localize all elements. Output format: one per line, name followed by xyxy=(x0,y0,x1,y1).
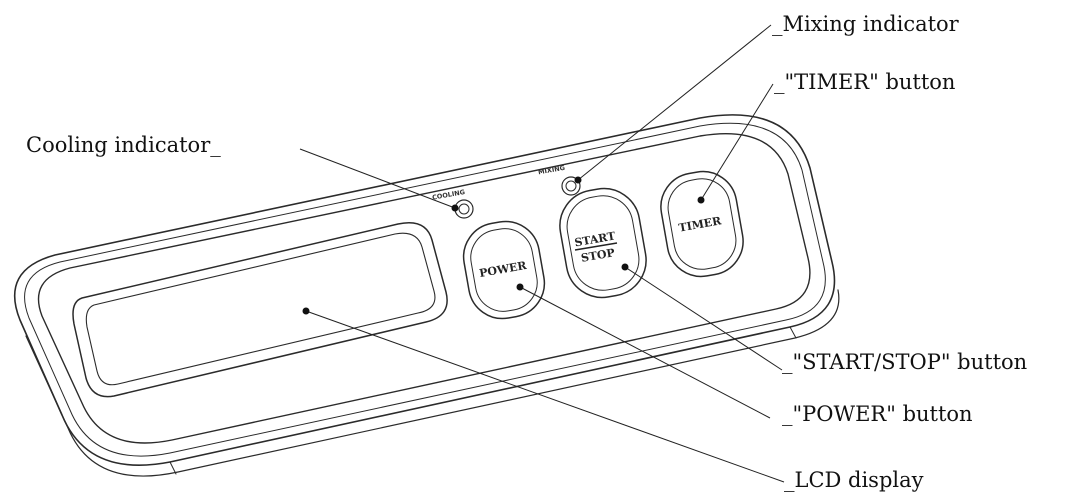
dot-cooling xyxy=(451,204,459,212)
panel-top-face xyxy=(37,132,811,444)
dot-mixing xyxy=(574,176,582,184)
label-mixing-indicator: _Mixing indicator xyxy=(772,12,959,36)
panel-outer-edge-inner xyxy=(24,122,826,457)
leader-start-stop xyxy=(624,266,783,371)
panel-bottom-edge-2 xyxy=(169,326,797,475)
lcd-frame xyxy=(72,222,448,398)
label-cooling-indicator: Cooling indicator_ xyxy=(26,133,221,157)
power-button-shape xyxy=(462,220,546,320)
panel-bottom-edge xyxy=(25,289,840,477)
label-start-stop-button: _"START/STOP" button xyxy=(782,350,1028,374)
leader-mixing xyxy=(577,24,772,181)
leader-timer xyxy=(700,83,774,201)
dot-lcd xyxy=(302,307,310,315)
timer-button-shape xyxy=(660,170,744,278)
dot-start-stop xyxy=(621,263,629,271)
stop-button-label: STOP xyxy=(580,246,616,265)
dot-power xyxy=(516,283,524,291)
leader-cooling xyxy=(299,148,456,209)
label-lcd-display: _LCD display xyxy=(784,468,924,492)
start-stop-divider xyxy=(574,242,618,251)
label-timer-button: _"TIMER" button xyxy=(774,70,956,94)
mixing-led xyxy=(561,176,581,196)
start-stop-button-shape xyxy=(559,187,647,299)
leader-power xyxy=(519,286,771,419)
label-power-button: _"POWER" button xyxy=(782,402,973,426)
mixing-led-label: MIXING xyxy=(538,164,566,177)
cooling-led-label: COOLING xyxy=(432,188,466,202)
timer-button-label: TIMER xyxy=(678,214,723,234)
power-button-label: POWER xyxy=(478,259,528,280)
lcd-screen xyxy=(85,232,436,386)
dot-timer xyxy=(697,196,705,204)
leader-lcd xyxy=(305,310,785,483)
panel-outer-edge xyxy=(13,114,836,466)
